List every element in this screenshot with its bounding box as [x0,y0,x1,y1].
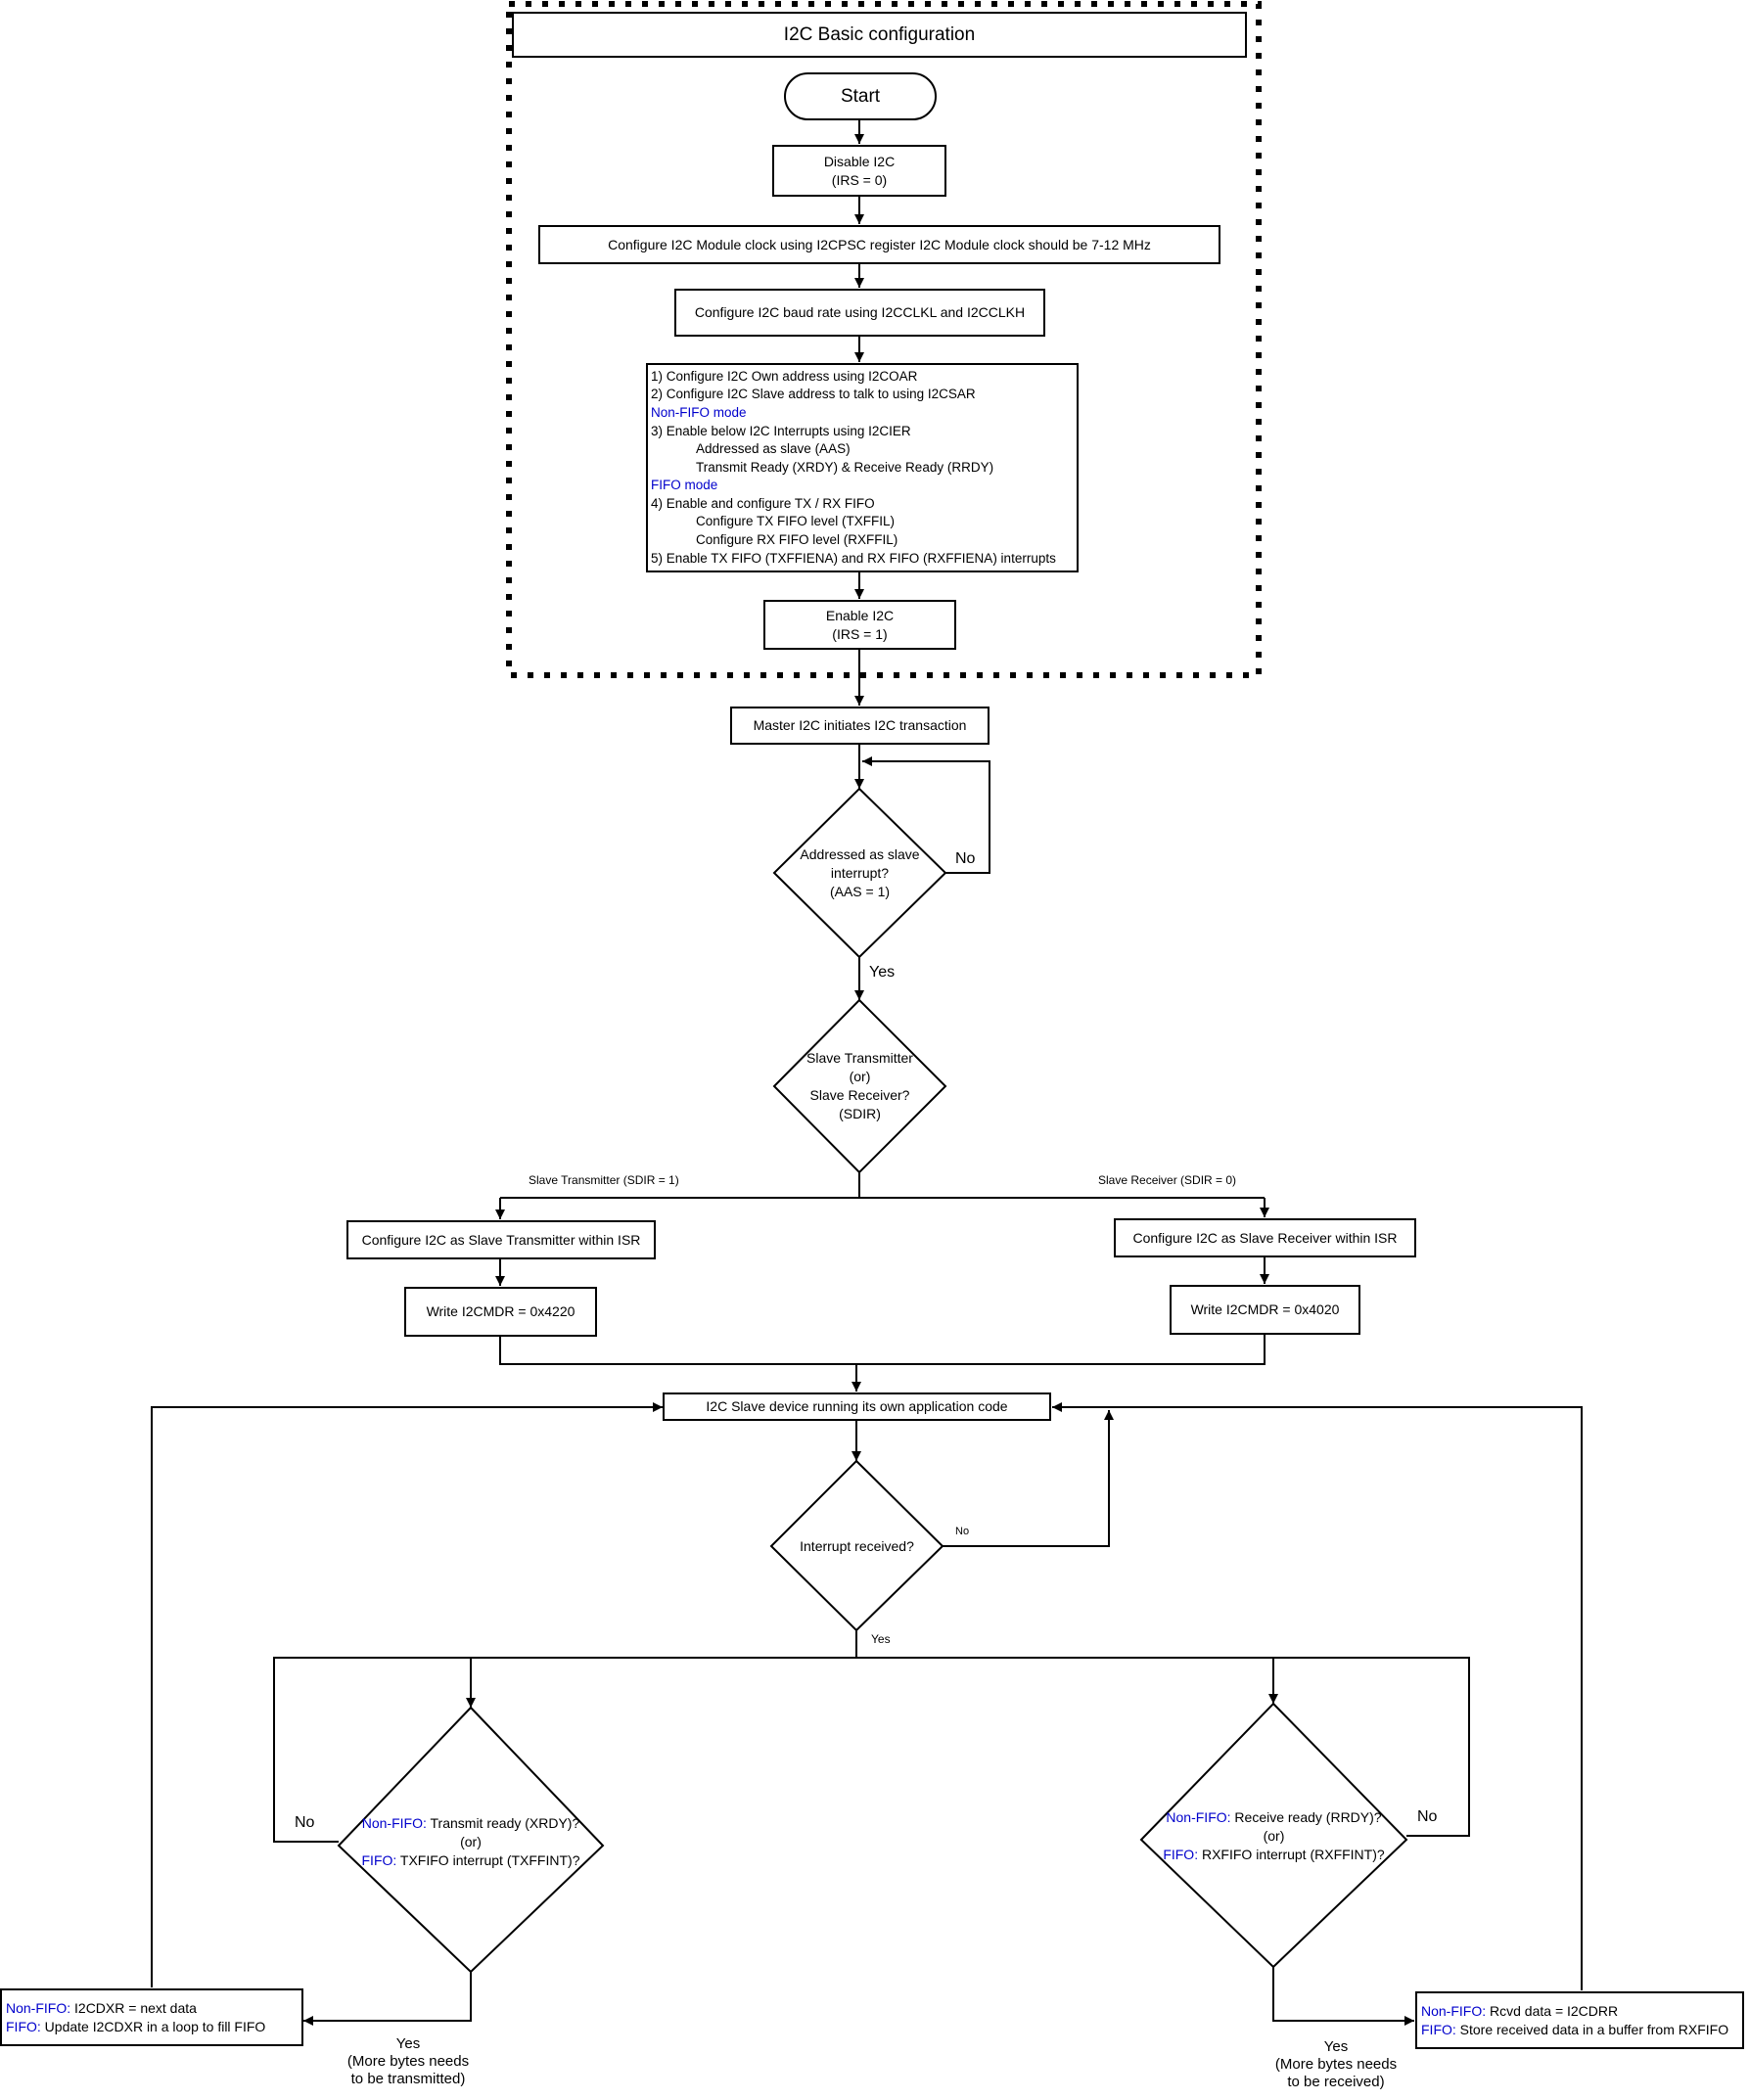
config-slave-transmitter-step: Configure I2C as Slave Transmitter withi… [346,1220,656,1259]
tx-yes-line1: Yes [395,2035,421,2052]
tx-action-line1: Non-FIFO: I2CDXR = next data [6,1999,197,2018]
config-line-enable-fifo: 4) Enable and configure TX / RX FIFO [651,495,875,511]
sdir-decision-line1: Slave Transmitter [806,1050,913,1066]
sdir-decision-text: Slave Transmitter (or) Slave Receiver? (… [774,1047,945,1125]
rx-decision-fifo-text: RXFIFO interrupt (RXFFINT)? [1198,1846,1385,1862]
tx-yes-label: Yes (More bytes needs to be transmitted) [335,2035,482,2088]
rx-action-line1: Non-FIFO: Rcvd data = I2CDRR [1421,2002,1618,2021]
application-code-step: I2C Slave device running its own applica… [663,1392,1051,1421]
rx-decision-nonfifo-tag: Non-FIFO: [1166,1808,1231,1825]
tx-decision-line3: FIFO: TXFIFO interrupt (TXFFINT)? [362,1851,580,1870]
tx-decision-nonfifo-text: Transmit ready (XRDY)? [426,1814,580,1831]
branch-rx-label: Slave Receiver (SDIR = 0) [1098,1173,1237,1187]
interrupt-no-label: No [955,1526,970,1537]
config-line-own-address: 1) Configure I2C Own address using I2COA… [651,368,918,384]
rx-decision-text: Non-FIFO: Receive ready (RRDY)? (or) FIF… [1141,1804,1406,1867]
master-initiates-step: Master I2C initiates I2C transaction [730,707,990,745]
aas-decision-text: Addressed as slave interrupt? (AAS = 1) [774,834,945,912]
aas-decision-line3: (AAS = 1) [829,883,891,899]
config-line-fifo-interrupts: 5) Enable TX FIFO (TXFFIENA) and RX FIFO… [651,550,1056,566]
enable-i2c-step: Enable I2C (IRS = 1) [763,600,956,650]
config-slave-receiver-step: Configure I2C as Slave Receiver within I… [1114,1218,1416,1257]
tx-action-nonfifo-tag: Non-FIFO: [6,1999,71,2016]
interrupt-yes-label: Yes [871,1632,891,1646]
disable-i2c-step: Disable I2C (IRS = 0) [772,145,946,197]
enable-i2c-line1: Enable I2C [825,607,895,623]
branch-tx-label: Slave Transmitter (SDIR = 1) [529,1173,679,1187]
rx-decision-fifo-tag: FIFO: [1163,1846,1199,1862]
aas-decision-line2: interrupt? [830,864,890,881]
aas-no-label: No [955,850,976,867]
tx-decision-text: Non-FIFO: Transmit ready (XRDY)? (or) FI… [339,1810,603,1873]
tx-decision-fifo-tag: FIFO: [361,1851,397,1868]
fifo-mode-heading: FIFO mode [651,478,718,493]
config-line-rxffil: Configure RX FIFO level (RXFFIL) [696,532,898,548]
non-fifo-mode-heading: Non-FIFO mode [651,404,747,420]
rx-action-fifo-tag: FIFO: [1421,2021,1456,2037]
write-i2cmdr-tx-step: Write I2CMDR = 0x4220 [404,1287,597,1337]
rx-yes-line2: (More bytes needs [1274,2056,1398,2073]
tx-action-step: Non-FIFO: I2CDXR = next data FIFO: Updat… [0,1988,303,2046]
start-terminal: Start [784,72,937,120]
tx-action-nonfifo-text: I2CDXR = next data [70,1999,197,2016]
rx-decision-or: (or) [1263,1827,1285,1844]
tx-decision-line1: Non-FIFO: Transmit ready (XRDY)? [362,1814,580,1833]
sdir-decision-line2: (or) [849,1069,871,1084]
config-line-aas: Addressed as slave (AAS) [696,441,851,457]
aas-decision-line1: Addressed as slave [800,845,920,862]
tx-no-label: No [295,1814,315,1831]
config-section-title: I2C Basic configuration [512,12,1247,58]
config-line-enable-interrupts: 3) Enable below I2C Interrupts using I2C… [651,423,911,438]
tx-decision-nonfifo-tag: Non-FIFO: [361,1814,427,1831]
rx-action-nonfifo-tag: Non-FIFO: [1421,2002,1487,2019]
interrupt-decision-text: Interrupt received? [800,1537,914,1554]
rx-action-line2: FIFO: Store received data in a buffer fr… [1421,2021,1728,2039]
config-line-slave-address: 2) Configure I2C Slave address to talk t… [651,387,976,402]
rx-yes-line3: to be received) [1287,2074,1385,2090]
tx-action-fifo-text: Update I2CDXR in a loop to fill FIFO [40,2018,266,2034]
rx-yes-label: Yes (More bytes needs to be received) [1263,2038,1409,2091]
tx-yes-line2: (More bytes needs [346,2053,470,2070]
tx-decision-or: (or) [460,1833,482,1849]
disable-i2c-line2: (IRS = 0) [831,171,888,188]
aas-yes-label: Yes [869,964,896,981]
sdir-decision-line3: Slave Receiver? [809,1087,910,1103]
write-i2cmdr-rx-step: Write I2CMDR = 0x4020 [1170,1285,1360,1335]
tx-yes-line3: to be transmitted) [350,2071,466,2087]
rx-yes-line1: Yes [1323,2038,1349,2055]
sdir-decision-line4: (SDIR) [839,1106,881,1121]
enable-i2c-line2: (IRS = 1) [832,625,888,642]
config-line-txffil: Configure TX FIFO level (TXFFIL) [696,514,896,529]
rx-decision-line3: FIFO: RXFIFO interrupt (RXFFINT)? [1163,1846,1384,1864]
disable-i2c-line1: Disable I2C [823,153,896,169]
rx-decision-nonfifo-text: Receive ready (RRDY)? [1230,1808,1382,1825]
config-line-xrdy-rrdy: Transmit Ready (XRDY) & Receive Ready (R… [696,459,994,475]
rx-decision-line1: Non-FIFO: Receive ready (RRDY)? [1166,1808,1381,1827]
rx-no-label: No [1417,1808,1438,1825]
module-clock-step: Configure I2C Module clock using I2CPSC … [538,225,1220,264]
rx-action-fifo-text: Store received data in a buffer from RXF… [1455,2021,1729,2037]
tx-decision-fifo-text: TXFIFO interrupt (TXFFINT)? [396,1851,580,1868]
tx-action-fifo-tag: FIFO: [6,2018,41,2034]
config-section-boundary [506,1,1262,678]
baud-rate-step: Configure I2C baud rate using I2CCLKL an… [674,289,1045,337]
address-interrupt-config-step: 1) Configure I2C Own address using I2COA… [646,363,1079,572]
rx-action-step: Non-FIFO: Rcvd data = I2CDRR FIFO: Store… [1415,1991,1744,2049]
tx-action-line2: FIFO: Update I2CDXR in a loop to fill FI… [6,2018,265,2036]
rx-action-nonfifo-text: Rcvd data = I2CDRR [1486,2002,1619,2019]
